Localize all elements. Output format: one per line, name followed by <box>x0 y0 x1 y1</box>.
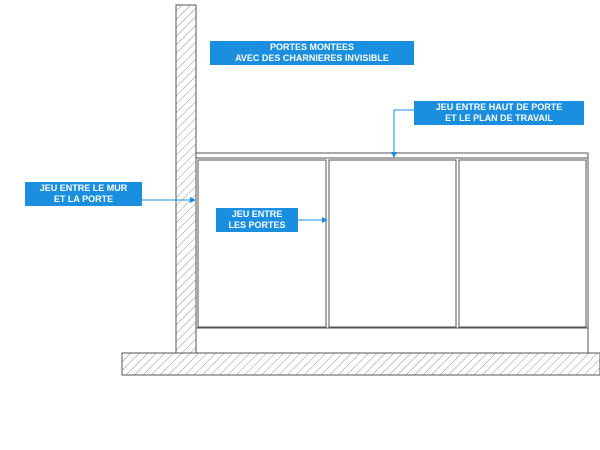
label-gap-wall-door-line1: JEU ENTRE LE MUR <box>39 183 128 193</box>
label-gap-top-worktop-line1: JEU ENTRE HAUT DE PORTE <box>435 102 563 112</box>
label-gap-top-worktop: JEU ENTRE HAUT DE PORTE ET LE PLAN DE TR… <box>414 101 584 125</box>
label-gap-between-doors: JEU ENTRE LES PORTES <box>216 208 298 232</box>
wall <box>175 4 197 354</box>
label-doors-mounted: PORTES MONTEES AVEC DES CHARNIERES INVIS… <box>210 41 414 65</box>
label-gap-top-worktop-line2: ET LE PLAN DE TRAVAIL <box>445 113 553 123</box>
label-gap-between-doors-line2: LES PORTES <box>228 220 286 230</box>
floor <box>121 352 600 376</box>
label-doors-mounted-line1: PORTES MONTEES <box>269 42 354 52</box>
door-middle <box>328 159 457 328</box>
door-left <box>197 159 327 328</box>
label-gap-between-doors-line1: JEU ENTRE <box>231 209 283 219</box>
door-right <box>458 159 587 328</box>
label-doors-mounted-line2: AVEC DES CHARNIERES INVISIBLE <box>235 53 389 63</box>
label-gap-wall-door: JEU ENTRE LE MUR ET LA PORTE <box>25 182 142 206</box>
worktop <box>195 152 589 159</box>
label-gap-wall-door-line2: ET LA PORTE <box>53 194 114 204</box>
leader-top-gap <box>391 109 414 158</box>
